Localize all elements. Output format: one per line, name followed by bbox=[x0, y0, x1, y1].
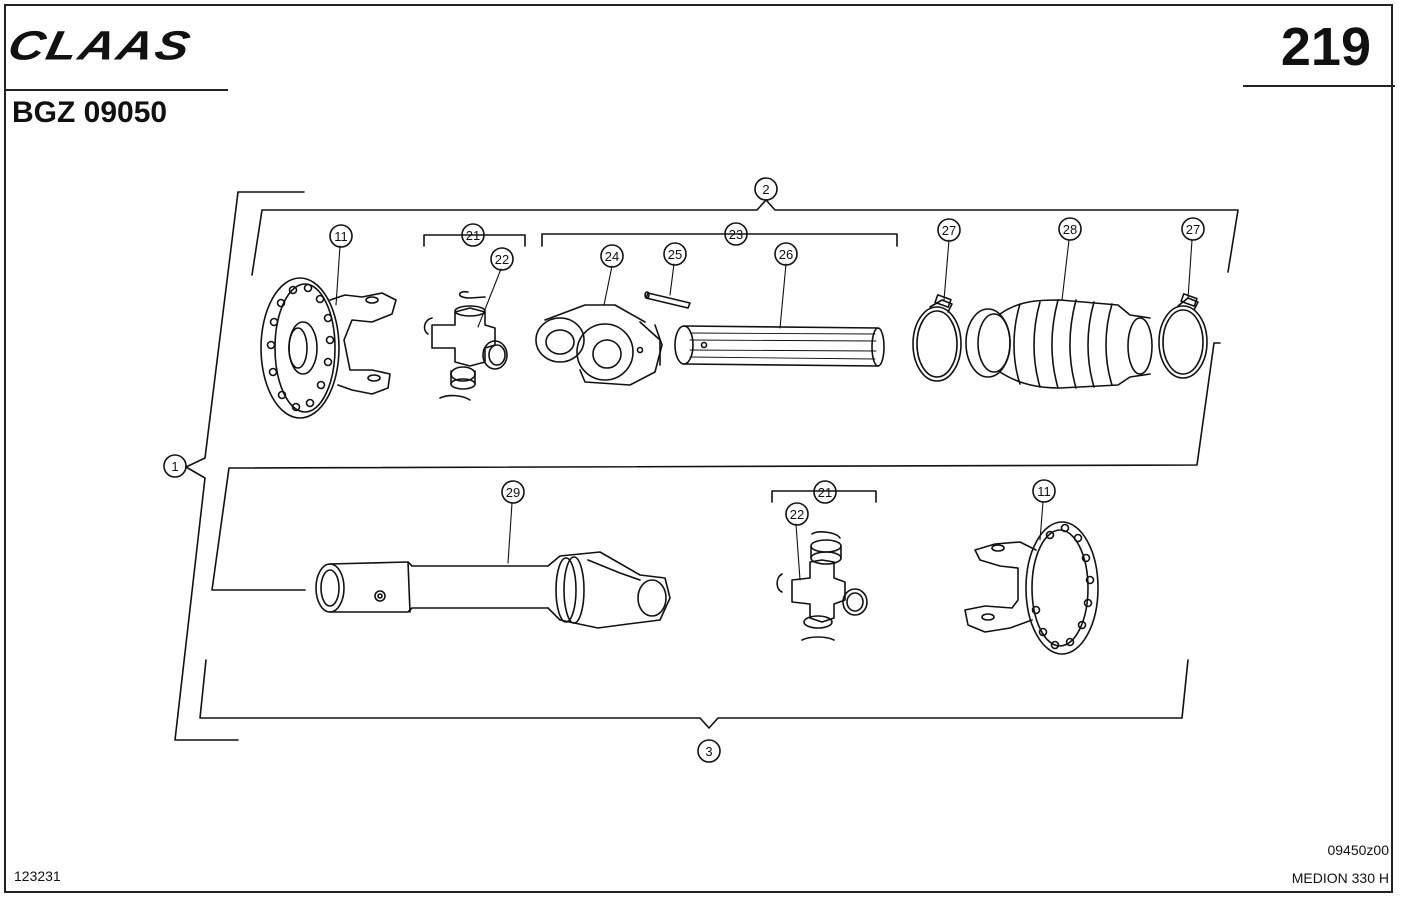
universal-joint-cross-top bbox=[423, 290, 508, 401]
svg-text:23: 23 bbox=[729, 227, 743, 242]
callout-25: 25 bbox=[663, 242, 687, 266]
bracket-assembly-1 bbox=[174, 191, 305, 741]
svg-text:22: 22 bbox=[495, 252, 509, 267]
leader-lines bbox=[335, 239, 1193, 581]
svg-text:27: 27 bbox=[1186, 222, 1200, 237]
svg-text:11: 11 bbox=[1037, 484, 1051, 499]
flange-yoke-top bbox=[260, 277, 397, 419]
callout-28: 28 bbox=[1058, 217, 1082, 241]
group-code: BGZ 09050 bbox=[12, 96, 168, 129]
callout-1: 1 bbox=[163, 454, 187, 478]
hose-clamp-left bbox=[912, 294, 962, 382]
outer-tube-yoke bbox=[315, 551, 671, 629]
svg-text:11: 11 bbox=[334, 229, 348, 244]
catalog-id: 123231 bbox=[14, 868, 61, 884]
svg-text:21: 21 bbox=[818, 485, 832, 500]
callout-21-bottom: 21 bbox=[813, 480, 837, 504]
bracket-subassembly-3 bbox=[199, 659, 1189, 729]
callout-27-left: 27 bbox=[937, 218, 961, 242]
svg-text:25: 25 bbox=[668, 247, 682, 262]
callout-22-bottom: 22 bbox=[785, 502, 809, 526]
callout-23: 23 bbox=[724, 222, 748, 246]
hose-clamp-right bbox=[1158, 293, 1208, 379]
protective-bellows bbox=[965, 299, 1153, 389]
page-frame bbox=[4, 4, 1393, 893]
svg-text:1: 1 bbox=[171, 459, 178, 474]
splined-shaft bbox=[674, 325, 885, 367]
svg-text:28: 28 bbox=[1063, 222, 1077, 237]
callout-24: 24 bbox=[600, 244, 624, 268]
bracket-21-top bbox=[423, 234, 526, 247]
callout-26: 26 bbox=[774, 242, 798, 266]
bracket-subassembly-2 bbox=[211, 199, 1239, 591]
spring-pin bbox=[644, 291, 691, 309]
tube-yoke bbox=[535, 304, 663, 386]
header-rule-left bbox=[6, 89, 228, 91]
flange-yoke-bottom bbox=[964, 521, 1099, 655]
svg-text:22: 22 bbox=[790, 507, 804, 522]
universal-joint-cross-bottom bbox=[776, 531, 868, 641]
svg-text:2: 2 bbox=[762, 182, 769, 197]
svg-text:26: 26 bbox=[779, 247, 793, 262]
bracket-21-bottom bbox=[771, 490, 877, 503]
svg-text:27: 27 bbox=[942, 223, 956, 238]
callout-27-right: 27 bbox=[1181, 217, 1205, 241]
callout-21-top: 21 bbox=[461, 223, 485, 247]
bracket-23 bbox=[541, 233, 898, 247]
drawing-id: 09450z00 bbox=[1327, 842, 1389, 858]
callout-3: 3 bbox=[697, 739, 721, 763]
machine-model: MEDION 330 H bbox=[1291, 870, 1389, 886]
callout-29: 29 bbox=[501, 480, 525, 504]
svg-text:24: 24 bbox=[605, 249, 619, 264]
svg-text:3: 3 bbox=[705, 744, 712, 759]
callout-2: 2 bbox=[754, 177, 778, 201]
callout-11-top: 11 bbox=[329, 224, 353, 248]
header-rule-right bbox=[1243, 85, 1395, 87]
svg-text:21: 21 bbox=[466, 228, 480, 243]
page-number: 219 bbox=[1280, 17, 1371, 77]
callout-22-top: 22 bbox=[490, 247, 514, 271]
callout-11-bottom: 11 bbox=[1032, 479, 1056, 503]
svg-text:29: 29 bbox=[506, 485, 520, 500]
